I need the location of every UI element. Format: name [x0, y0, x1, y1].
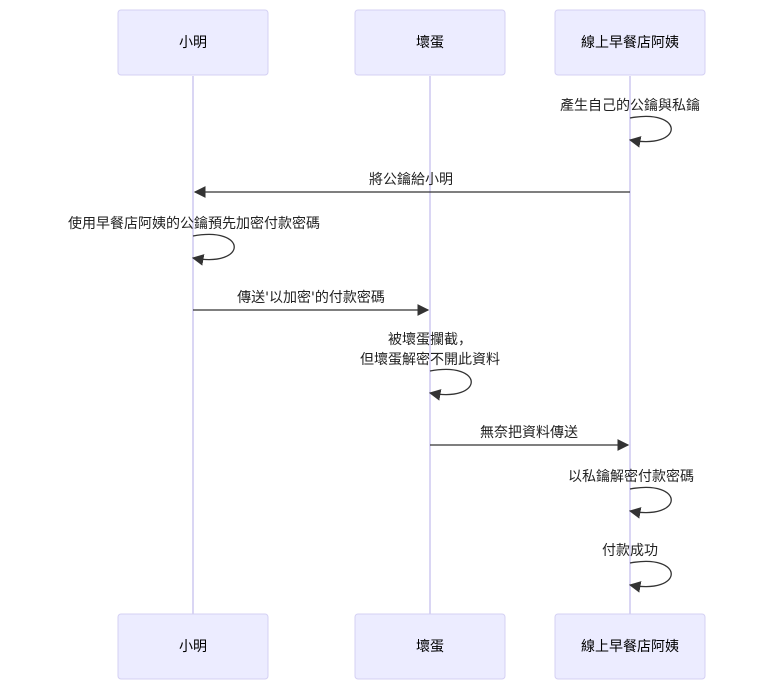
message-decrypt-password-label: 以私鑰解密付款密碼 — [568, 468, 694, 485]
message-intercepted-label-line2: 但壞蛋解密不開此資料 — [360, 351, 500, 368]
message-decrypt-password: 以私鑰解密付款密碼 — [568, 468, 694, 519]
message-send-encrypted: 傳送'以加密'的付款密碼 — [193, 289, 430, 316]
actor-top-auntie-label: 線上早餐店阿姨 — [581, 35, 679, 51]
message-send-encrypted-label: 傳送'以加密'的付款密碼 — [237, 289, 385, 306]
message-give-public-key: 將公鑰給小明 — [193, 172, 630, 198]
message-generate-keys-label: 產生自己的公鑰與私鑰 — [560, 97, 700, 114]
actor-top-auntie[interactable]: 線上早餐店阿姨 — [554, 9, 706, 76]
message-generate-keys: 產生自己的公鑰與私鑰 — [560, 97, 700, 148]
actor-bottom-xiaoming-label: 小明 — [179, 639, 207, 655]
message-encrypt-password-label: 使用早餐店阿姨的公鑰預先加密付款密碼 — [68, 215, 320, 232]
actor-bottom-xiaoming[interactable]: 小明 — [117, 613, 269, 680]
message-payment-success: 付款成功 — [602, 543, 672, 593]
message-forward-data-label: 無奈把資料傳送 — [480, 425, 578, 441]
actor-top-xiaoming-label: 小明 — [179, 35, 207, 51]
message-forward-data: 無奈把資料傳送 — [430, 425, 630, 451]
message-payment-success-label: 付款成功 — [602, 543, 658, 559]
message-intercepted: 被壞蛋攔截， 但壞蛋解密不開此資料 — [360, 332, 500, 401]
actor-bottom-auntie[interactable]: 線上早餐店阿姨 — [554, 613, 706, 680]
actor-bottom-villain-label: 壞蛋 — [416, 639, 444, 655]
message-give-public-key-label: 將公鑰給小明 — [369, 172, 453, 188]
message-encrypt-password: 使用早餐店阿姨的公鑰預先加密付款密碼 — [68, 215, 320, 266]
actor-bottom-villain[interactable]: 壞蛋 — [354, 613, 506, 680]
actor-top-xiaoming[interactable]: 小明 — [117, 9, 269, 76]
message-intercepted-label-line1: 被壞蛋攔截， — [388, 332, 472, 348]
actor-top-villain-label: 壞蛋 — [416, 35, 444, 51]
actor-bottom-auntie-label: 線上早餐店阿姨 — [581, 639, 679, 655]
actor-top-villain[interactable]: 壞蛋 — [354, 9, 506, 76]
